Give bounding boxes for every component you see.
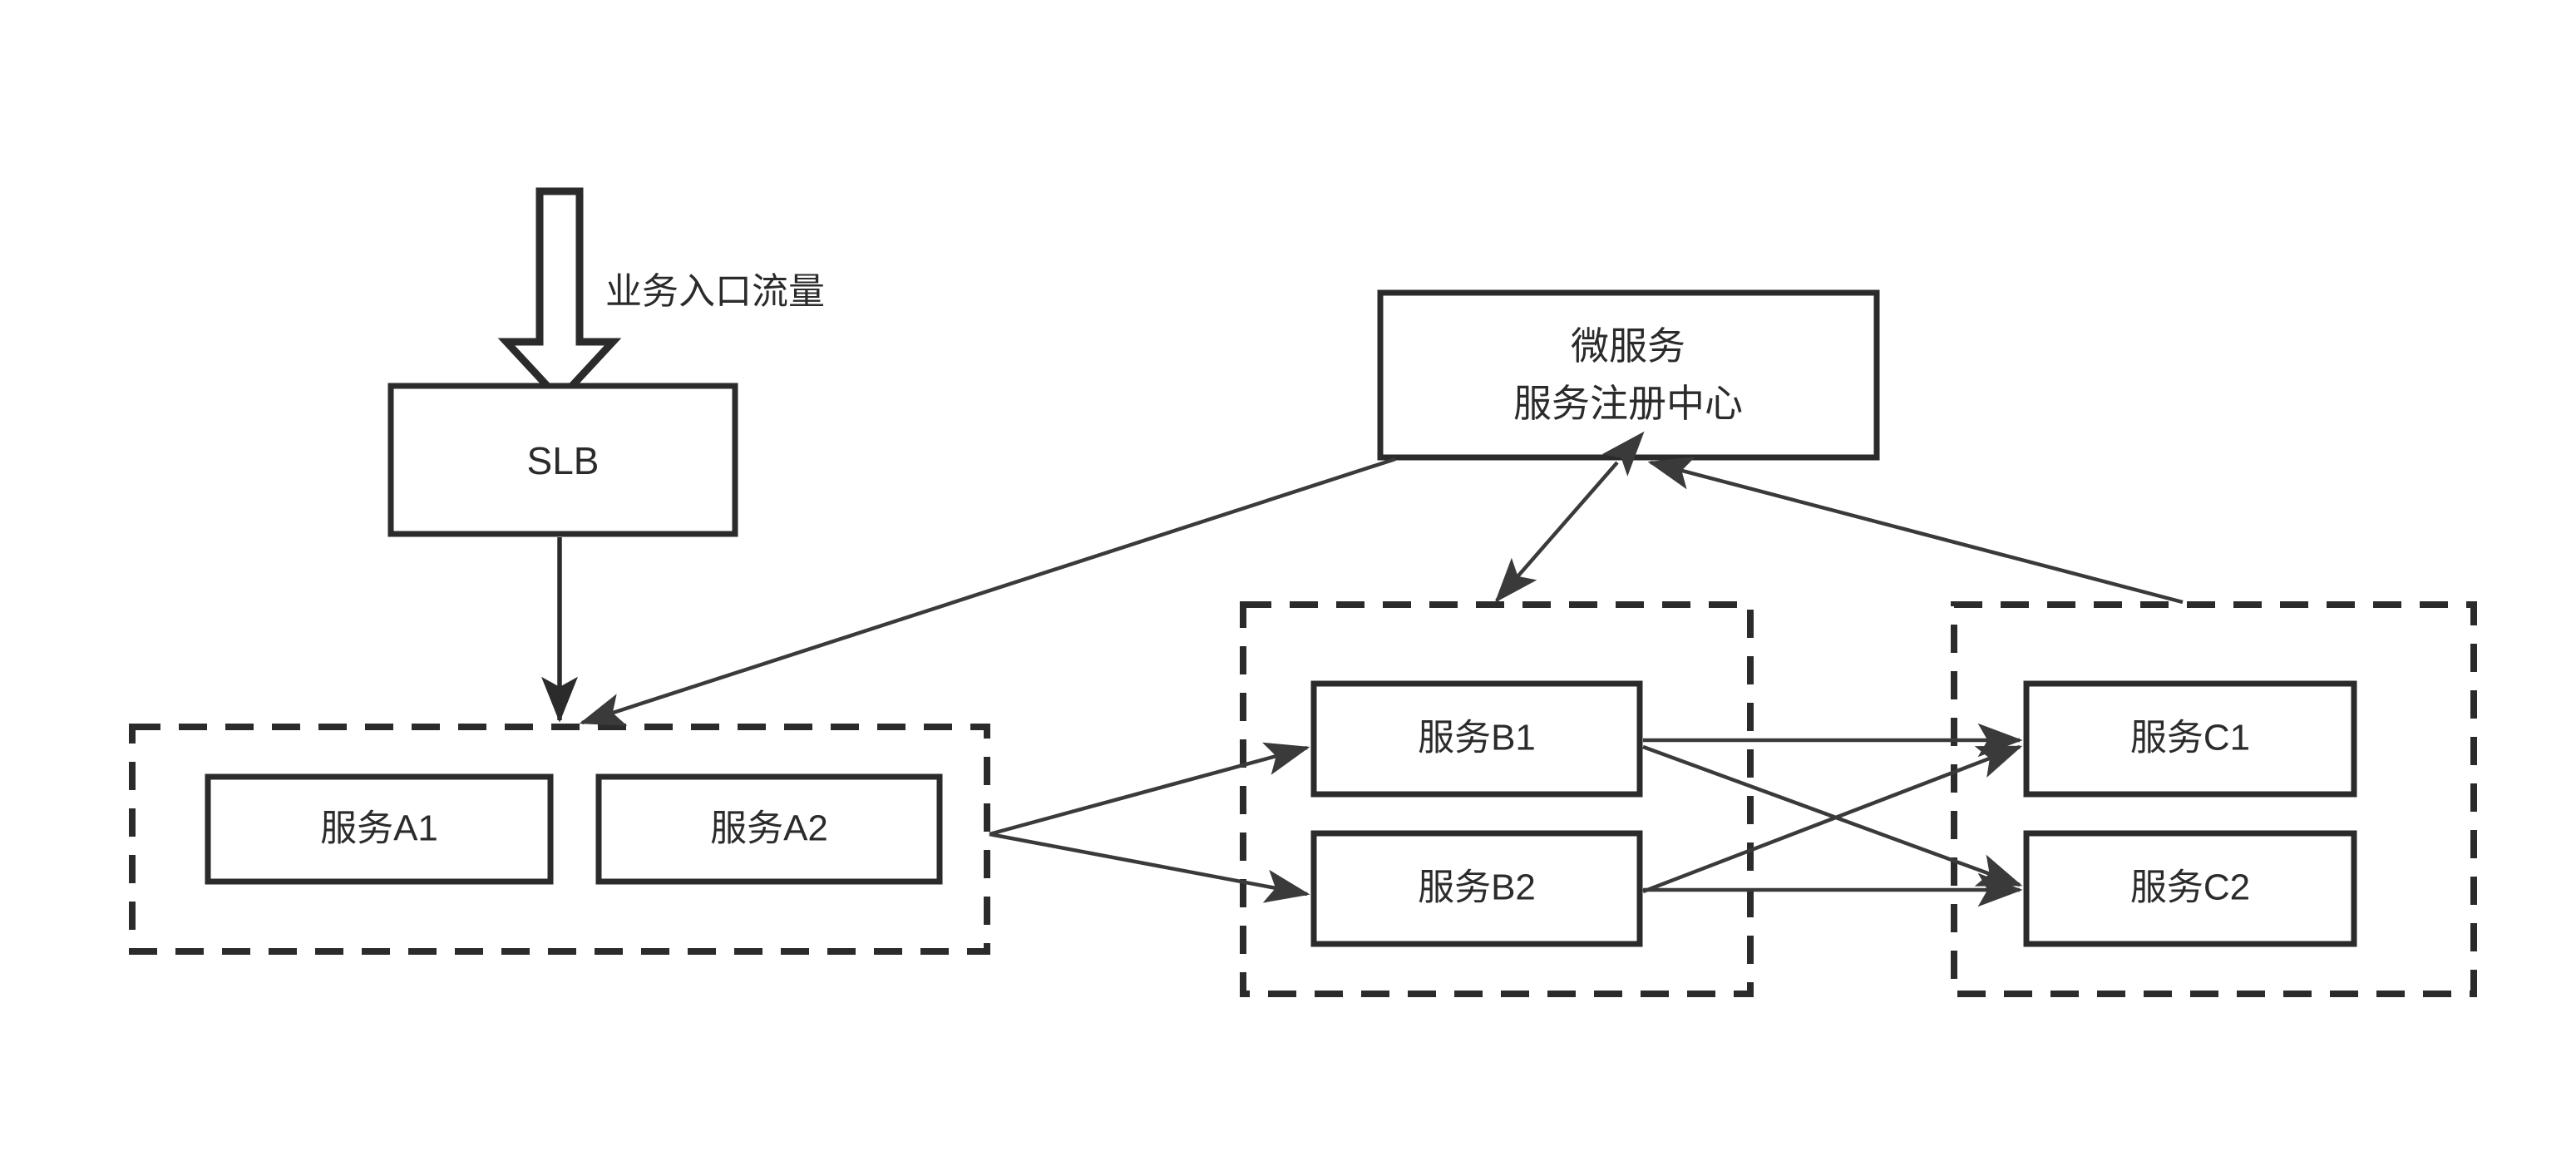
node-registry-label-line2: 服务注册中心 <box>1513 382 1743 425</box>
ingress-traffic-arrow-icon <box>497 187 622 405</box>
edge-a2-to-b2 <box>989 832 1310 903</box>
edge-b1-to-c2 <box>1642 744 2023 887</box>
group-a-container <box>129 724 990 955</box>
group-b-container <box>1240 601 1754 997</box>
edge-b2-to-c1 <box>1642 744 2023 894</box>
node-service-b1[interactable]: 服务B1 <box>1310 680 1643 798</box>
node-service-a1-label: 服务A1 <box>320 808 438 849</box>
node-service-b1-label: 服务B1 <box>1418 718 1536 758</box>
edge-a2-to-b1 <box>989 742 1310 837</box>
node-service-b2-label: 服务B2 <box>1418 867 1536 908</box>
node-service-a2[interactable]: 服务A2 <box>595 773 943 885</box>
edge-group-c-to-registry <box>1647 457 2184 605</box>
node-slb[interactable]: SLB <box>387 383 738 537</box>
node-service-a1[interactable]: 服务A1 <box>205 773 554 885</box>
edge-registry-to-group-b <box>1494 431 1645 603</box>
node-registry-label-line1: 微服务 <box>1571 324 1685 368</box>
group-c-container <box>1951 601 2477 997</box>
ingress-traffic-label: 业务入口流量 <box>605 271 825 312</box>
node-service-c1[interactable]: 服务C1 <box>2023 680 2357 798</box>
node-service-c2-label: 服务C2 <box>2130 867 2250 908</box>
node-registry[interactable]: 微服务 服务注册中心 <box>1377 289 1880 461</box>
node-service-a2-label: 服务A2 <box>710 808 828 849</box>
edge-registry-to-group-a <box>579 457 1396 726</box>
node-service-b2[interactable]: 服务B2 <box>1310 830 1643 947</box>
node-service-c2[interactable]: 服务C2 <box>2023 830 2357 947</box>
node-slb-label: SLB <box>527 439 600 482</box>
node-service-c1-label: 服务C1 <box>2130 718 2250 758</box>
